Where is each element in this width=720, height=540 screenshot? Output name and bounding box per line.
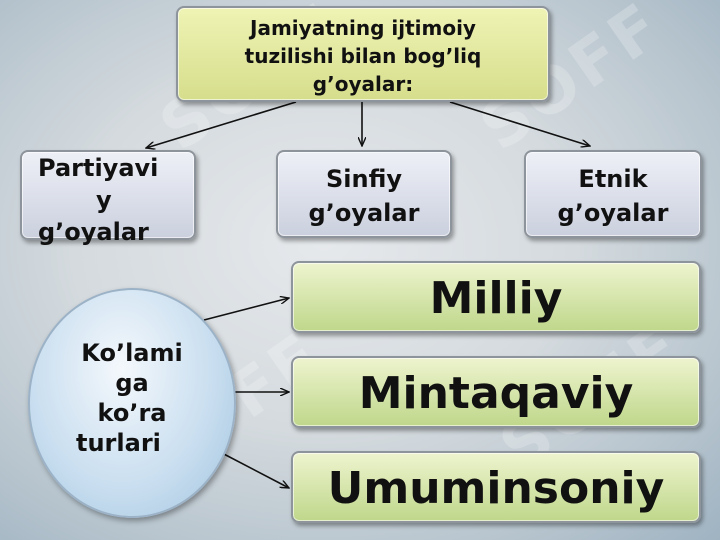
type-box-milliy: Milliy <box>291 261 701 333</box>
category-box-etnik: Etnik g’oyalar <box>524 150 702 238</box>
arrow-to-etnik <box>449 101 590 146</box>
scope-line: turlari <box>76 429 161 457</box>
arrow-to-umuminsoniy <box>219 451 289 488</box>
category-box-partiyaviy: Partiyavi y g’oyalar <box>20 150 196 246</box>
type-box-mintaqaviy: Mintaqaviy <box>291 356 701 428</box>
arrow-to-partiyaviy <box>146 101 297 148</box>
category-line: Sinfiy <box>325 165 403 193</box>
category-box-sinfiy: Sinfiy g’oyalar <box>276 150 452 238</box>
category-line: g’oyalar <box>557 199 669 227</box>
category-line: Etnik <box>578 165 648 193</box>
header-line: Jamiyatning ijtimoiy <box>250 16 476 40</box>
scope-label: Ko’lami ga ko’ra turlari <box>62 338 202 458</box>
header-box: Jamiyatning ijtimoiy tuzilishi bilan bog… <box>176 6 550 102</box>
category-line: Partiyavi <box>38 154 159 182</box>
scope-line: Ko’lami <box>81 339 183 367</box>
arrow-to-milliy <box>203 298 289 321</box>
category-line: y <box>96 186 112 214</box>
type-box-umuminsoniy: Umuminsoniy <box>291 451 701 523</box>
category-line: g’oyalar <box>38 218 149 246</box>
category-line: g’oyalar <box>308 199 420 227</box>
scope-line: ko’ra <box>97 399 167 427</box>
scope-line: ga <box>115 369 149 397</box>
header-line: tuzilishi bilan bog’liq <box>244 44 482 68</box>
scope-circle <box>28 288 236 518</box>
header-line: g’oyalar: <box>312 72 414 96</box>
